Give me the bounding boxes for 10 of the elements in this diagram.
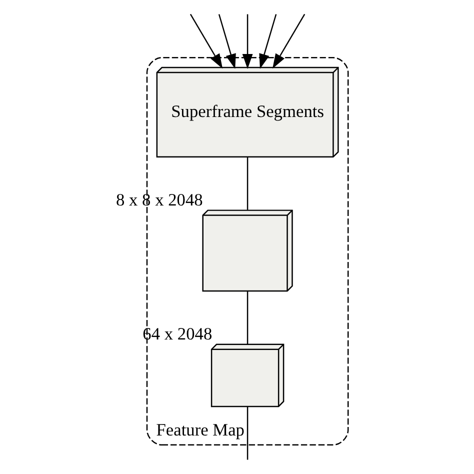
node-label: 8 x 8 x 2048 [116, 190, 203, 210]
node-label: 64 x 2048 [142, 324, 212, 344]
arrow [272, 14, 306, 69]
arrow [218, 14, 236, 69]
connector [246, 406, 248, 460]
connector [246, 157, 248, 210]
connector [246, 291, 248, 344]
arrow [242, 14, 253, 69]
arrow [190, 14, 223, 69]
arrow [259, 14, 277, 69]
